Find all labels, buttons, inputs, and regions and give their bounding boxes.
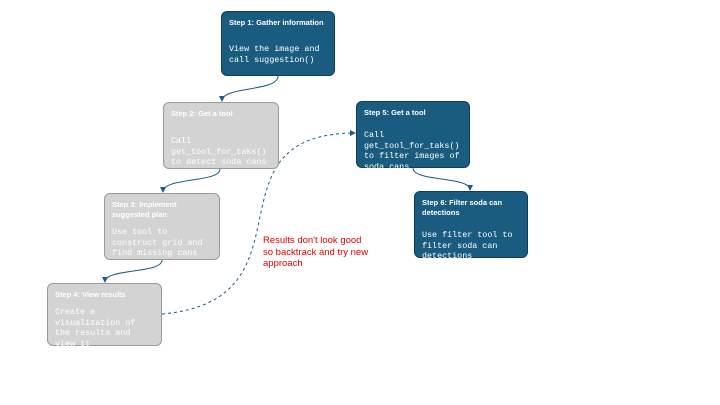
connector-step4-to-step5-backtrack: [161, 130, 356, 315]
step-5-body: Call get_tool_for_taks() to filter image…: [364, 130, 460, 172]
connector-step3-to-step4: [102, 259, 163, 283]
step-5-box: Step 5: Get a tool Call get_tool_for_tak…: [356, 101, 470, 172]
step-5-title: Step 5: Get a tool: [364, 108, 426, 117]
step-6-title: Step 6: Filter soda can detections: [422, 198, 503, 217]
step-3-body: Use tool to construct grid and find miss…: [112, 227, 203, 258]
step-3-title: Step 3: Implement suggested plan: [112, 200, 177, 219]
step-2-body: Call get_tool_for_taks() to detect soda …: [171, 136, 267, 167]
backtrack-annotation: Results don't look good so backtrack and…: [263, 235, 369, 269]
connector-step2-to-step3: [160, 168, 221, 193]
step-1-title: Step 1: Gather information: [229, 18, 324, 27]
step-4-title: Step 4: View results: [55, 290, 126, 299]
connector-step1-to-step2: [219, 75, 279, 102]
step-2-box: Step 2: Get a tool Call get_tool_for_tak…: [163, 102, 279, 169]
step-3-box: Step 3: Implement suggested plan Use too…: [104, 193, 220, 260]
step-2-title: Step 2: Get a tool: [171, 109, 233, 118]
step-1-box: Step 1: Gather information View the imag…: [221, 11, 335, 76]
step-6-body: Use filter tool to filter soda can detec…: [422, 230, 513, 261]
step-4-box: Step 4: View results Create a visualizat…: [47, 283, 162, 349]
step-4-body: Create a visualization of the results an…: [55, 307, 136, 349]
step-1-body: View the image and call suggestion(): [229, 44, 320, 65]
connector-step5-to-step6: [412, 167, 473, 191]
step-6-box: Step 6: Filter soda can detections Use f…: [414, 191, 528, 261]
